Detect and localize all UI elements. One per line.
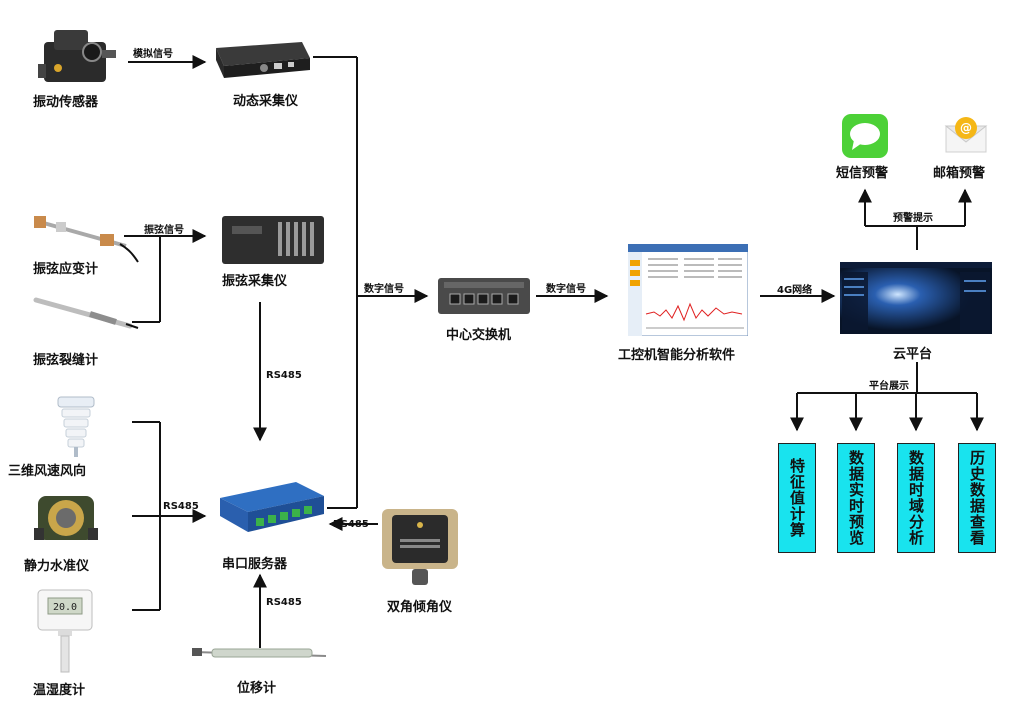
dynamic-collector-icon [216, 42, 310, 78]
label-vibration-sensor: 振动传感器 [33, 95, 99, 110]
hydrostatic-level-icon [34, 496, 98, 540]
label-email-alert: 邮箱预警 [933, 166, 986, 181]
edge-label-alert-hint: 预警提示 [893, 213, 933, 224]
function-box-time-domain: 数据时域分析 [897, 443, 935, 553]
label-cloud: 云平台 [893, 347, 933, 362]
edge-label-4g: 4G网络 [777, 285, 813, 296]
label-serial-server: 串口服务器 [222, 557, 288, 572]
edge-label-rs485-bottom: RS485 [266, 597, 302, 608]
label-displacement: 位移计 [237, 681, 277, 696]
displacement-icon [192, 648, 327, 658]
serial-server-icon [220, 482, 324, 532]
label-dynamic-collector: 动态采集仪 [233, 94, 299, 109]
function-box-feature-calc: 特征值计算 [778, 443, 816, 553]
edge-label-digital-signal-1: 数字信号 [364, 284, 404, 295]
edge-label-rs485-left: RS485 [163, 501, 199, 512]
edge-label-rs485-top: RS485 [266, 370, 302, 381]
cloud-platform-screen-icon [840, 262, 992, 334]
display-readout: 20.0 [53, 602, 77, 613]
function-label: 历史数据查看 [968, 450, 986, 546]
function-box-realtime-preview: 数据实时预览 [837, 443, 875, 553]
sms-message-icon [842, 114, 888, 158]
email-at-glyph: @ [960, 121, 972, 135]
function-box-history: 历史数据查看 [958, 443, 996, 553]
edge-label-digital-signal-2: 数字信号 [546, 284, 586, 295]
label-temp-humidity: 温湿度计 [33, 683, 86, 698]
switch-icon [438, 278, 530, 314]
function-label: 数据时域分析 [907, 450, 925, 546]
label-ipc-software: 工控机智能分析软件 [618, 348, 736, 363]
edge-label-rs485-right: RS485 [333, 519, 369, 530]
vw-collector-icon [222, 216, 324, 264]
inclinometer-icon [382, 509, 458, 585]
email-envelope-icon: @ [944, 117, 988, 153]
vw-crack-meter-icon [33, 297, 139, 329]
edge-label-analog-signal: 模拟信号 [133, 49, 173, 60]
label-wind-sensor: 三维风速风向 [8, 464, 87, 479]
label-inclinometer: 双角倾角仪 [387, 600, 453, 615]
vibration-sensor-icon [38, 30, 116, 82]
wind-sensor-icon [57, 396, 95, 457]
function-label: 特征值计算 [788, 458, 806, 538]
label-sms-alert: 短信预警 [836, 166, 889, 181]
label-hydrostatic-level: 静力水准仪 [24, 559, 90, 574]
function-label: 数据实时预览 [847, 450, 865, 546]
label-vw-strain-gauge: 振弦应变计 [33, 262, 99, 277]
label-vw-collector: 振弦采集仪 [222, 274, 288, 289]
label-switch: 中心交换机 [446, 328, 512, 343]
label-vw-crack-meter: 振弦裂缝计 [33, 353, 99, 368]
temp-humidity-icon: 20.0 [37, 589, 93, 673]
edge-label-vw-signal: 振弦信号 [144, 225, 184, 236]
edge-label-platform-display: 平台展示 [869, 381, 909, 392]
vw-strain-gauge-icon [34, 216, 139, 263]
ipc-software-screen-icon [628, 244, 748, 336]
